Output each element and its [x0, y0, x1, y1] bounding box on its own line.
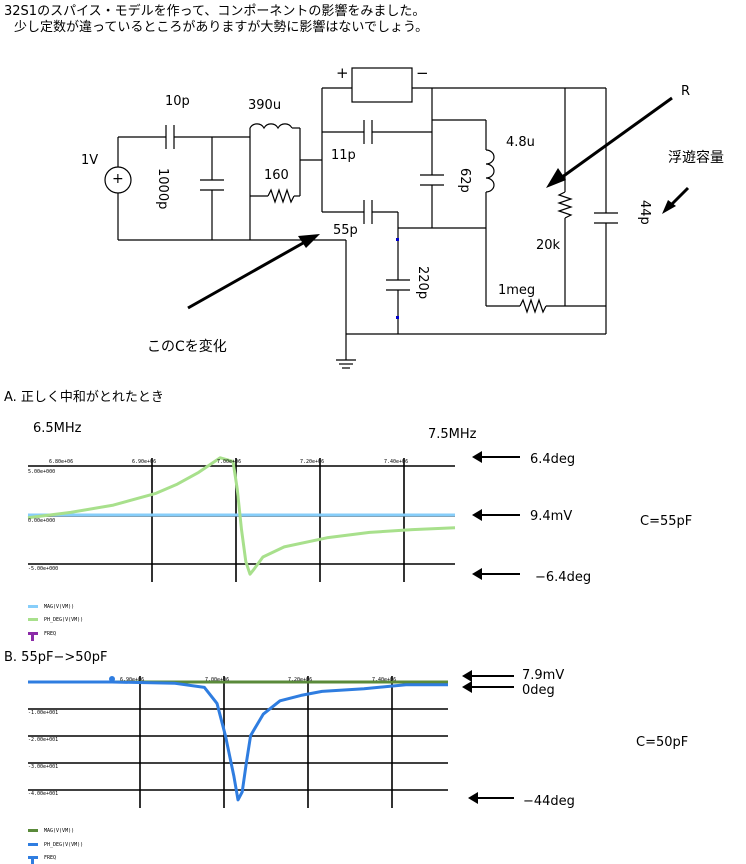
plot-a-ann-top: 6.4deg — [530, 452, 576, 467]
plot-b-tick-y-1: -1.00e+001 — [28, 710, 59, 716]
plot-a-legend-freq: FREQ — [44, 631, 57, 637]
plot-b-tick-x-4: 7.40e+06 — [372, 677, 397, 683]
plot-a-heading: A. 正しく中和がとれたとき — [4, 390, 164, 405]
plot-b-tick-y-4: -4.00e+001 — [28, 791, 59, 797]
plot-b-legend-phase: PH_DEG(V(VM)) — [44, 842, 84, 848]
plot-a-legend-phase: PH_DEG(V(VM)) — [44, 617, 84, 623]
c55p-label: 55p — [333, 223, 358, 238]
plot-b-tick-y-3: -3.00e+001 — [28, 764, 59, 770]
header-line-1: 32S1のスパイス・モデルを作って、コンポーネントの影響をみました。 — [4, 4, 426, 19]
plot-a-tick-x-0: 6.80e+06 — [49, 459, 74, 465]
r20k-label: 20k — [536, 238, 561, 253]
plot-b-tick-x-2: 7.00e+06 — [205, 677, 230, 683]
resistor-160-symbol — [267, 188, 295, 204]
c10p-label: 10p — [165, 94, 190, 109]
header-line-2: 少し定数が違っているところがありますが大勢に影響はないでしょう。 — [14, 20, 429, 35]
inductor-390u-symbol — [249, 123, 293, 130]
plot-a-freq-left: 6.5MHz — [33, 421, 82, 436]
plot-b-ann-top2: 0deg — [522, 683, 555, 698]
plot-a-ann-bot: −6.4deg — [535, 570, 592, 585]
plot-a-tick-y-2: -5.00e+000 — [28, 566, 59, 572]
r160-label: 160 — [264, 168, 289, 183]
plot-b-heading: B. 55pF−>50pF — [4, 650, 108, 665]
plot-b-legend-mag: MAG(V(VM)) — [44, 828, 75, 834]
inductor-4-8u-symbol — [485, 149, 495, 193]
plot-b-cval: C=50pF — [636, 735, 689, 750]
resistor-20k-symbol — [557, 191, 573, 219]
plot-a-freq-right: 7.5MHz — [428, 427, 477, 442]
l390u-label: 390u — [248, 98, 282, 113]
plot-a-cval: C=55pF — [640, 514, 693, 529]
c11p-label: 11p — [331, 148, 356, 163]
r1meg-label: 1meg — [498, 283, 536, 298]
vary-c-label: このCを変化 — [147, 339, 227, 355]
resistor-1meg-symbol — [519, 298, 547, 314]
plot-a-tick-x-2: 7.00e+06 — [217, 459, 242, 465]
plot-a-tick-x-3: 7.20e+06 — [300, 459, 325, 465]
tube-minus-label: − — [416, 64, 429, 82]
plot-b-phase-line — [28, 680, 448, 802]
r-label: R — [681, 84, 691, 99]
plot-b-ann-top1: 7.9mV — [522, 668, 565, 683]
plot-a-ann-mid: 9.4mV — [530, 509, 573, 524]
plot-b-freq-marker — [109, 676, 115, 682]
plot-b-ann-bot: −44deg — [523, 794, 575, 809]
plot-b-tick-x-3: 7.20e+06 — [288, 677, 313, 683]
source-label: 1V — [81, 153, 99, 168]
plot-a-legend-mag: MAG(V(VM)) — [44, 604, 75, 610]
tube-plus-label: + — [336, 64, 349, 82]
plot-a-canvas — [27, 451, 520, 641]
plot-b-legend-freq: FREQ — [44, 855, 57, 861]
tube-box-symbol — [351, 67, 413, 103]
circuit-schematic — [104, 67, 690, 369]
l48u-label: 4.8u — [506, 135, 535, 150]
arrow-r — [557, 96, 673, 182]
plot-b-tick-y-2: -2.00e+001 — [28, 737, 59, 743]
plot-a-tick-y-1: 0.00e+000 — [28, 518, 56, 524]
plot-a-tick-y-0: 5.00e+000 — [28, 469, 56, 475]
arrow-vary-c — [187, 236, 313, 310]
plot-a-tick-x-4: 7.40e+06 — [384, 459, 409, 465]
source-plus-label: + — [112, 171, 124, 187]
stray-capacitance-label: 浮遊容量 — [668, 150, 724, 166]
plot-a-tick-x-1: 6.90e+06 — [132, 459, 157, 465]
plot-a-phase-line — [27, 456, 456, 576]
plot-b-tick-x-1: 6.90e+06 — [120, 677, 145, 683]
